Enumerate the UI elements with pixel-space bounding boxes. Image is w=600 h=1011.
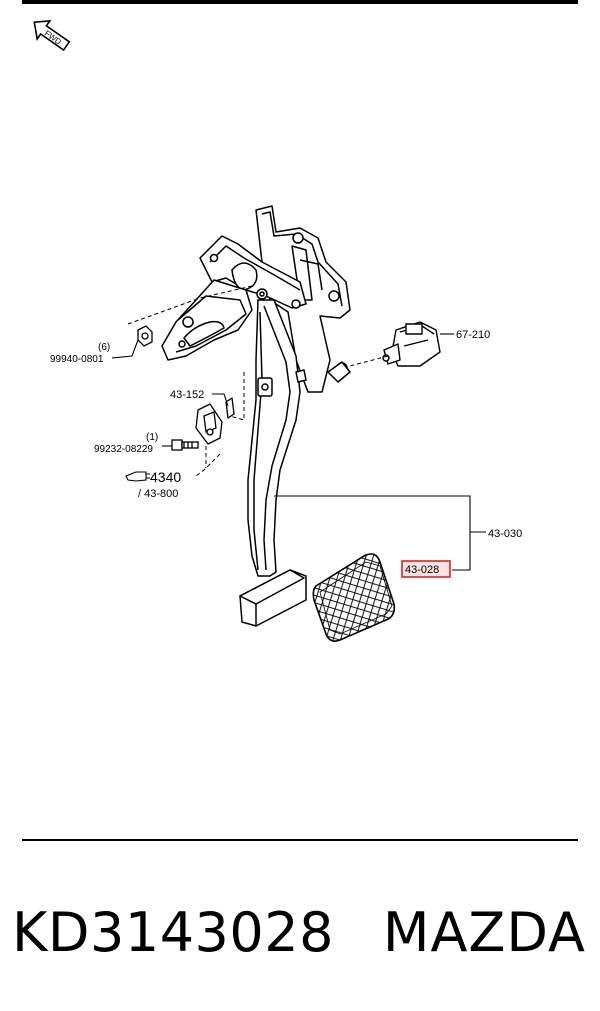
brand-name: MAZDA — [382, 901, 586, 964]
fwd-arrow-icon: FWD — [33, 19, 71, 52]
part-number: KD3143028 — [12, 901, 334, 964]
pedal-arm — [247, 299, 307, 577]
label-43-152: 43-152 — [170, 389, 204, 401]
bolt-icon — [171, 439, 199, 451]
label-43-030: 43-030 — [488, 528, 522, 540]
top-border — [22, 0, 578, 4]
label-nut-99940-0801: 99940-0801 — [50, 354, 104, 365]
nut-icon — [137, 325, 153, 347]
label-qty-1: (1) — [146, 432, 158, 443]
label-ref-4340: 4340 — [150, 469, 181, 485]
label-bolt-99232-08229: 99232-08229 — [94, 444, 153, 455]
footer-divider — [22, 839, 578, 841]
stop-lamp-switch — [382, 321, 441, 367]
label-67-210: 67-210 — [456, 329, 490, 341]
clip-bracket — [195, 397, 235, 445]
footer: KD3143028 MAZDA — [0, 893, 600, 973]
label-43-028[interactable]: 43-028 — [405, 564, 439, 576]
highlight-box — [401, 560, 451, 578]
rubber-pedal-cover — [312, 553, 396, 642]
dashed-leaders — [127, 285, 389, 477]
pedal-bracket — [161, 205, 351, 393]
pedal-pad-plate — [239, 569, 307, 627]
label-qty-6: (6) — [98, 342, 110, 353]
hand-pointer-icon — [125, 471, 150, 482]
label-ref-43-800: / 43-800 — [138, 488, 178, 500]
leader-lines — [111, 333, 486, 571]
